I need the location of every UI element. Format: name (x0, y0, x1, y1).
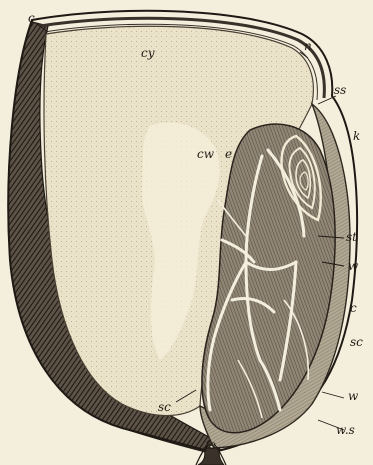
label-sc-left: sc (158, 400, 171, 414)
label-e: e (225, 147, 232, 161)
label-c-right: c (350, 301, 357, 315)
label-w-lower: w (348, 389, 359, 403)
label-w-upper: w (348, 259, 359, 273)
label-cw: cw (197, 147, 215, 161)
label-k: k (353, 129, 360, 143)
label-ws: w.s (336, 423, 355, 437)
label-sc-right: sc (350, 335, 363, 349)
label-c-top: c (28, 11, 35, 25)
label-cy: cy (141, 46, 155, 60)
label-fs: fs (204, 438, 216, 452)
label-st: st (346, 230, 357, 244)
label-n: n (304, 39, 312, 53)
label-ss: ss (334, 83, 346, 97)
